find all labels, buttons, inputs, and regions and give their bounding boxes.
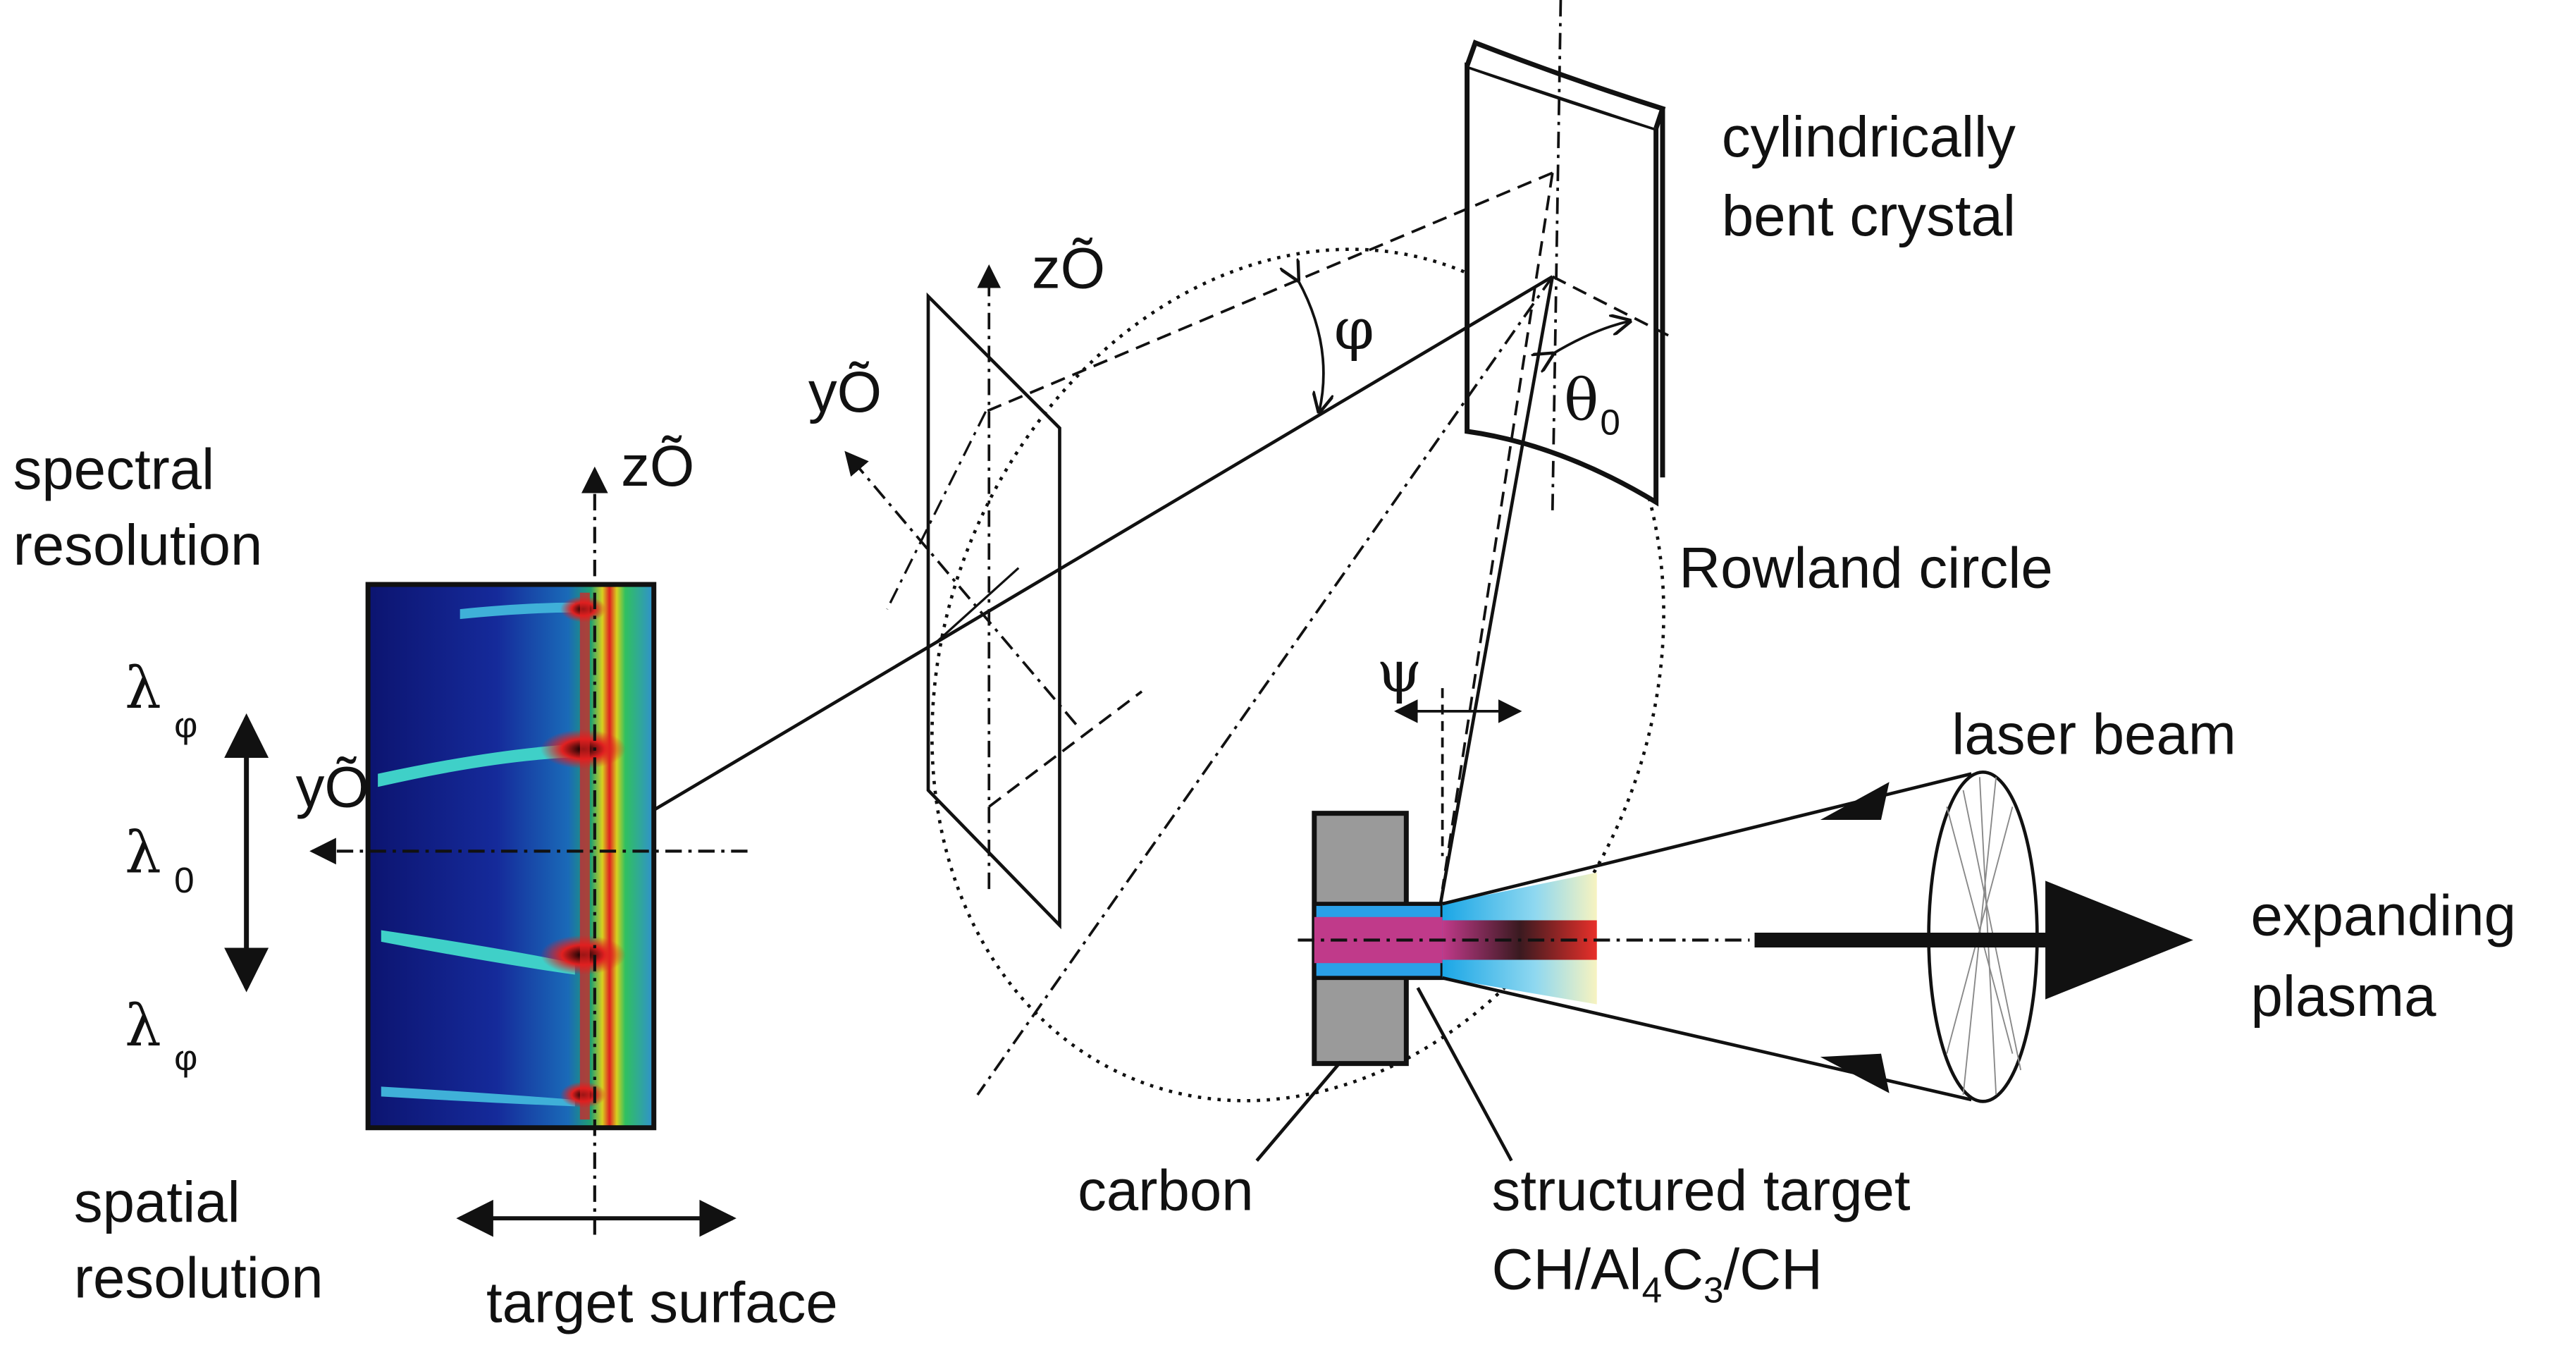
spectral-label-1: spectral <box>13 438 215 502</box>
image-plane <box>926 292 1061 930</box>
theta-arc <box>1553 321 1630 354</box>
laser-arrow-lower <box>1820 1053 1890 1093</box>
lambda-phi-top-sub: φ <box>174 705 197 745</box>
psi-label: ψ <box>1376 639 1422 706</box>
plane-y-axis <box>844 450 1078 725</box>
detector-z-label: zÕ <box>621 434 694 498</box>
expanding-label-1: expanding <box>2250 883 2516 947</box>
plane-dash <box>988 690 1143 808</box>
lambda-phi-bottom: λ <box>125 993 161 1060</box>
crystal-label-2: bent crystal <box>1722 184 2016 248</box>
phi-arc <box>1298 280 1323 412</box>
dashdot-ray-2 <box>886 411 987 610</box>
plane-z-label: zÕ <box>1032 237 1105 301</box>
dashed-ray-1 <box>985 171 1553 413</box>
theta-subscript: 0 <box>1600 402 1620 442</box>
spatial-label-2: resolution <box>74 1246 323 1310</box>
spatial-label-1: spatial <box>74 1170 240 1234</box>
lambda-phi-top: λ <box>125 655 161 722</box>
phi-label: φ <box>1334 296 1374 363</box>
dashed-ray-2 <box>1441 172 1554 890</box>
spectrum-image <box>365 582 657 1131</box>
expanding-arrow-head <box>2045 880 2193 1000</box>
laser-beam-lower <box>1442 976 1972 1102</box>
carbon-label: carbon <box>1078 1158 1253 1222</box>
structured-label-1: structured target <box>1492 1158 1911 1222</box>
lambda-zero: λ <box>125 820 161 887</box>
main-ray <box>653 275 1553 812</box>
laser-arrow-upper <box>1820 782 1890 821</box>
crystal-label-1: cylindrically <box>1722 105 2016 169</box>
theta-label: θ <box>1564 367 1598 434</box>
cylindrically-bent-crystal <box>1465 39 1666 507</box>
spectral-label-2: resolution <box>13 513 263 577</box>
crystal-axis <box>1551 0 1563 510</box>
plane-cross <box>935 567 1020 644</box>
expanding-label-2: plasma <box>2250 964 2436 1029</box>
laser-beam-upper <box>1442 772 1972 906</box>
target-surface-label: target surface <box>486 1270 838 1334</box>
plane-y-label: yÕ <box>808 360 882 424</box>
source-ray <box>1438 276 1555 903</box>
carbon-leader <box>1255 1060 1342 1162</box>
dashdot-ray <box>976 276 1554 1096</box>
lambda-zero-sub: 0 <box>174 860 195 900</box>
rowland-label: Rowland circle <box>1679 536 2052 601</box>
detector-y-label: yÕ <box>296 755 369 819</box>
rowland-circle <box>930 247 1665 1103</box>
lambda-phi-bottom-sub: φ <box>174 1038 197 1078</box>
structured-formula: CH/Al4C3/CH <box>1492 1238 1823 1311</box>
target-leader <box>1416 987 1513 1162</box>
laser-beam-label: laser beam <box>1952 703 2236 767</box>
